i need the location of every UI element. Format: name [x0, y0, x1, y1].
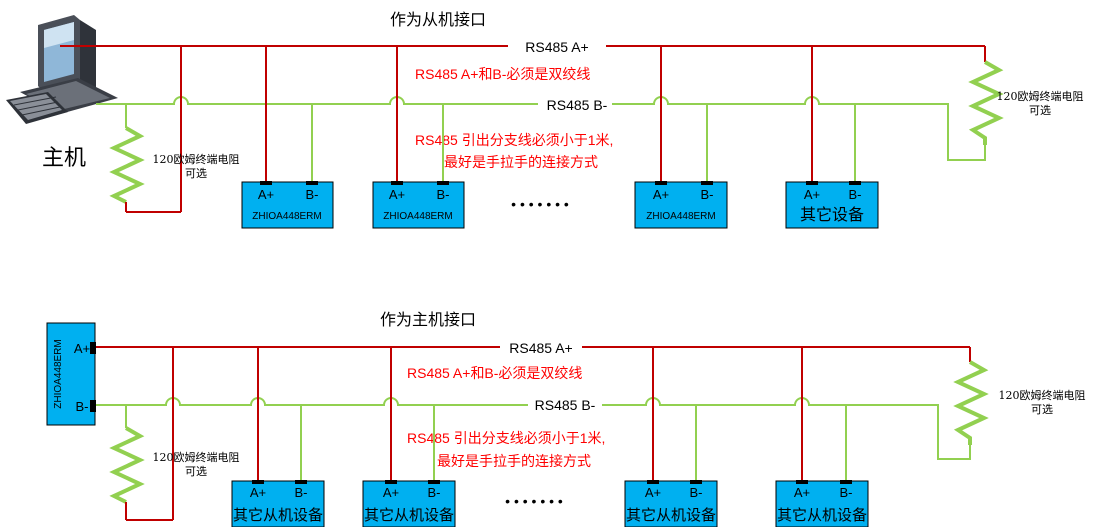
- bottom-left-resistor-label-2: 可选: [185, 465, 207, 478]
- bottom-a-line-label: RS485 A+: [509, 340, 572, 356]
- top-right-resistor-label-1: 120欧姆终端电阻: [997, 89, 1084, 103]
- bottom-title: 作为主机接口: [380, 310, 476, 329]
- device-name: 其它从机设备: [233, 506, 323, 524]
- master-device-name: ZHIOA448ERM: [53, 339, 64, 408]
- top-title: 作为从机接口: [390, 10, 486, 29]
- top-b-line: [96, 96, 986, 161]
- top-device-2: A+ B- ZHIOA448ERM: [372, 46, 465, 229]
- terminal-a-label: A+: [804, 187, 820, 202]
- bottom-right-resistor-label-2: 可选: [1031, 403, 1053, 416]
- terminal-a-label: A+: [250, 485, 266, 500]
- bottom-note-branch-line-2: 最好是手拉手的连接方式: [437, 453, 591, 469]
- terminal-a-label: A+: [383, 485, 399, 500]
- top-device-4: A+ B- 其它设备: [785, 46, 879, 229]
- bottom-note-twisted-pair: RS485 A+和B-必须是双绞线: [407, 365, 582, 381]
- bottom-device-2: A+ B- 其它从机设备: [362, 347, 456, 527]
- device-name: ZHIOA448ERM: [383, 211, 452, 222]
- bottom-diagram: 作为主机接口 A+ B- ZHIOA448ERM RS485 A+ RS485 …: [46, 310, 1086, 527]
- top-left-resistor-label-1: 120欧姆终端电阻: [153, 152, 240, 166]
- bottom-ellipsis: • • • • • • •: [505, 493, 563, 509]
- top-right-resistor-label-2: 可选: [1029, 104, 1051, 117]
- bottom-device-4: A+ B- 其它从机设备: [775, 347, 869, 527]
- bottom-b-line-label: RS485 B-: [535, 397, 596, 413]
- terminal-b-label: B-: [849, 187, 862, 202]
- terminal-a-label: A+: [389, 187, 405, 202]
- terminal-b-label: B-: [701, 187, 714, 202]
- terminal-a-label: A+: [258, 187, 274, 202]
- bottom-note-branch-line-1: RS485 引出分支线必须小于1米,: [407, 430, 605, 446]
- top-device-3: A+ B- ZHIOA448ERM: [634, 46, 728, 229]
- bottom-master-device: A+ B- ZHIOA448ERM: [46, 322, 96, 426]
- top-a-line-label: RS485 A+: [525, 39, 588, 55]
- terminal-b-label: B-: [76, 399, 89, 414]
- bottom-device-1: A+ B- 其它从机设备: [231, 347, 325, 527]
- bottom-left-resistor-label-1: 120欧姆终端电阻: [153, 450, 240, 464]
- device-name: 其它从机设备: [364, 506, 454, 524]
- terminal-a-label: A+: [74, 341, 90, 356]
- top-ellipsis: • • • • • • •: [511, 196, 569, 212]
- device-name: 其它设备: [800, 205, 864, 224]
- bottom-device-3: A+ B- 其它从机设备: [624, 347, 718, 527]
- computer-icon: [6, 15, 118, 124]
- terminal-a-label: A+: [794, 485, 810, 500]
- bottom-right-resistor-label-1: 120欧姆终端电阻: [999, 388, 1086, 402]
- terminal-b-label: B-: [690, 485, 703, 500]
- top-diagram: 作为从机接口 主机 RS485 A+ RS485 B-: [6, 10, 1084, 229]
- top-note-branch-line-1: RS485 引出分支线必须小于1米,: [415, 132, 613, 148]
- terminal-b-label: B-: [428, 485, 441, 500]
- terminal-b-label: B-: [840, 485, 853, 500]
- top-right-resistor: [968, 60, 1004, 145]
- terminal-b-label: B-: [295, 485, 308, 500]
- top-note-branch-line-2: 最好是手拉手的连接方式: [444, 154, 598, 170]
- terminal-b-label: B-: [306, 187, 319, 202]
- terminal-a-label: A+: [645, 485, 661, 500]
- top-left-resistor: [109, 104, 181, 213]
- device-name: 其它从机设备: [626, 506, 716, 524]
- bottom-b-line: [96, 397, 971, 460]
- top-device-1: A+ B- ZHIOA448ERM: [241, 46, 334, 229]
- top-left-resistor-label-2: 可选: [185, 167, 207, 180]
- device-name: ZHIOA448ERM: [646, 211, 715, 222]
- device-name: 其它从机设备: [777, 506, 867, 524]
- terminal-a-label: A+: [653, 187, 669, 202]
- top-b-line-label: RS485 B-: [547, 97, 608, 113]
- host-label: 主机: [42, 146, 86, 171]
- terminal-b-label: B-: [437, 187, 450, 202]
- bottom-right-resistor: [953, 360, 989, 445]
- top-note-twisted-pair: RS485 A+和B-必须是双绞线: [415, 66, 590, 82]
- device-name: ZHIOA448ERM: [252, 211, 321, 222]
- bottom-left-resistor: [109, 405, 173, 521]
